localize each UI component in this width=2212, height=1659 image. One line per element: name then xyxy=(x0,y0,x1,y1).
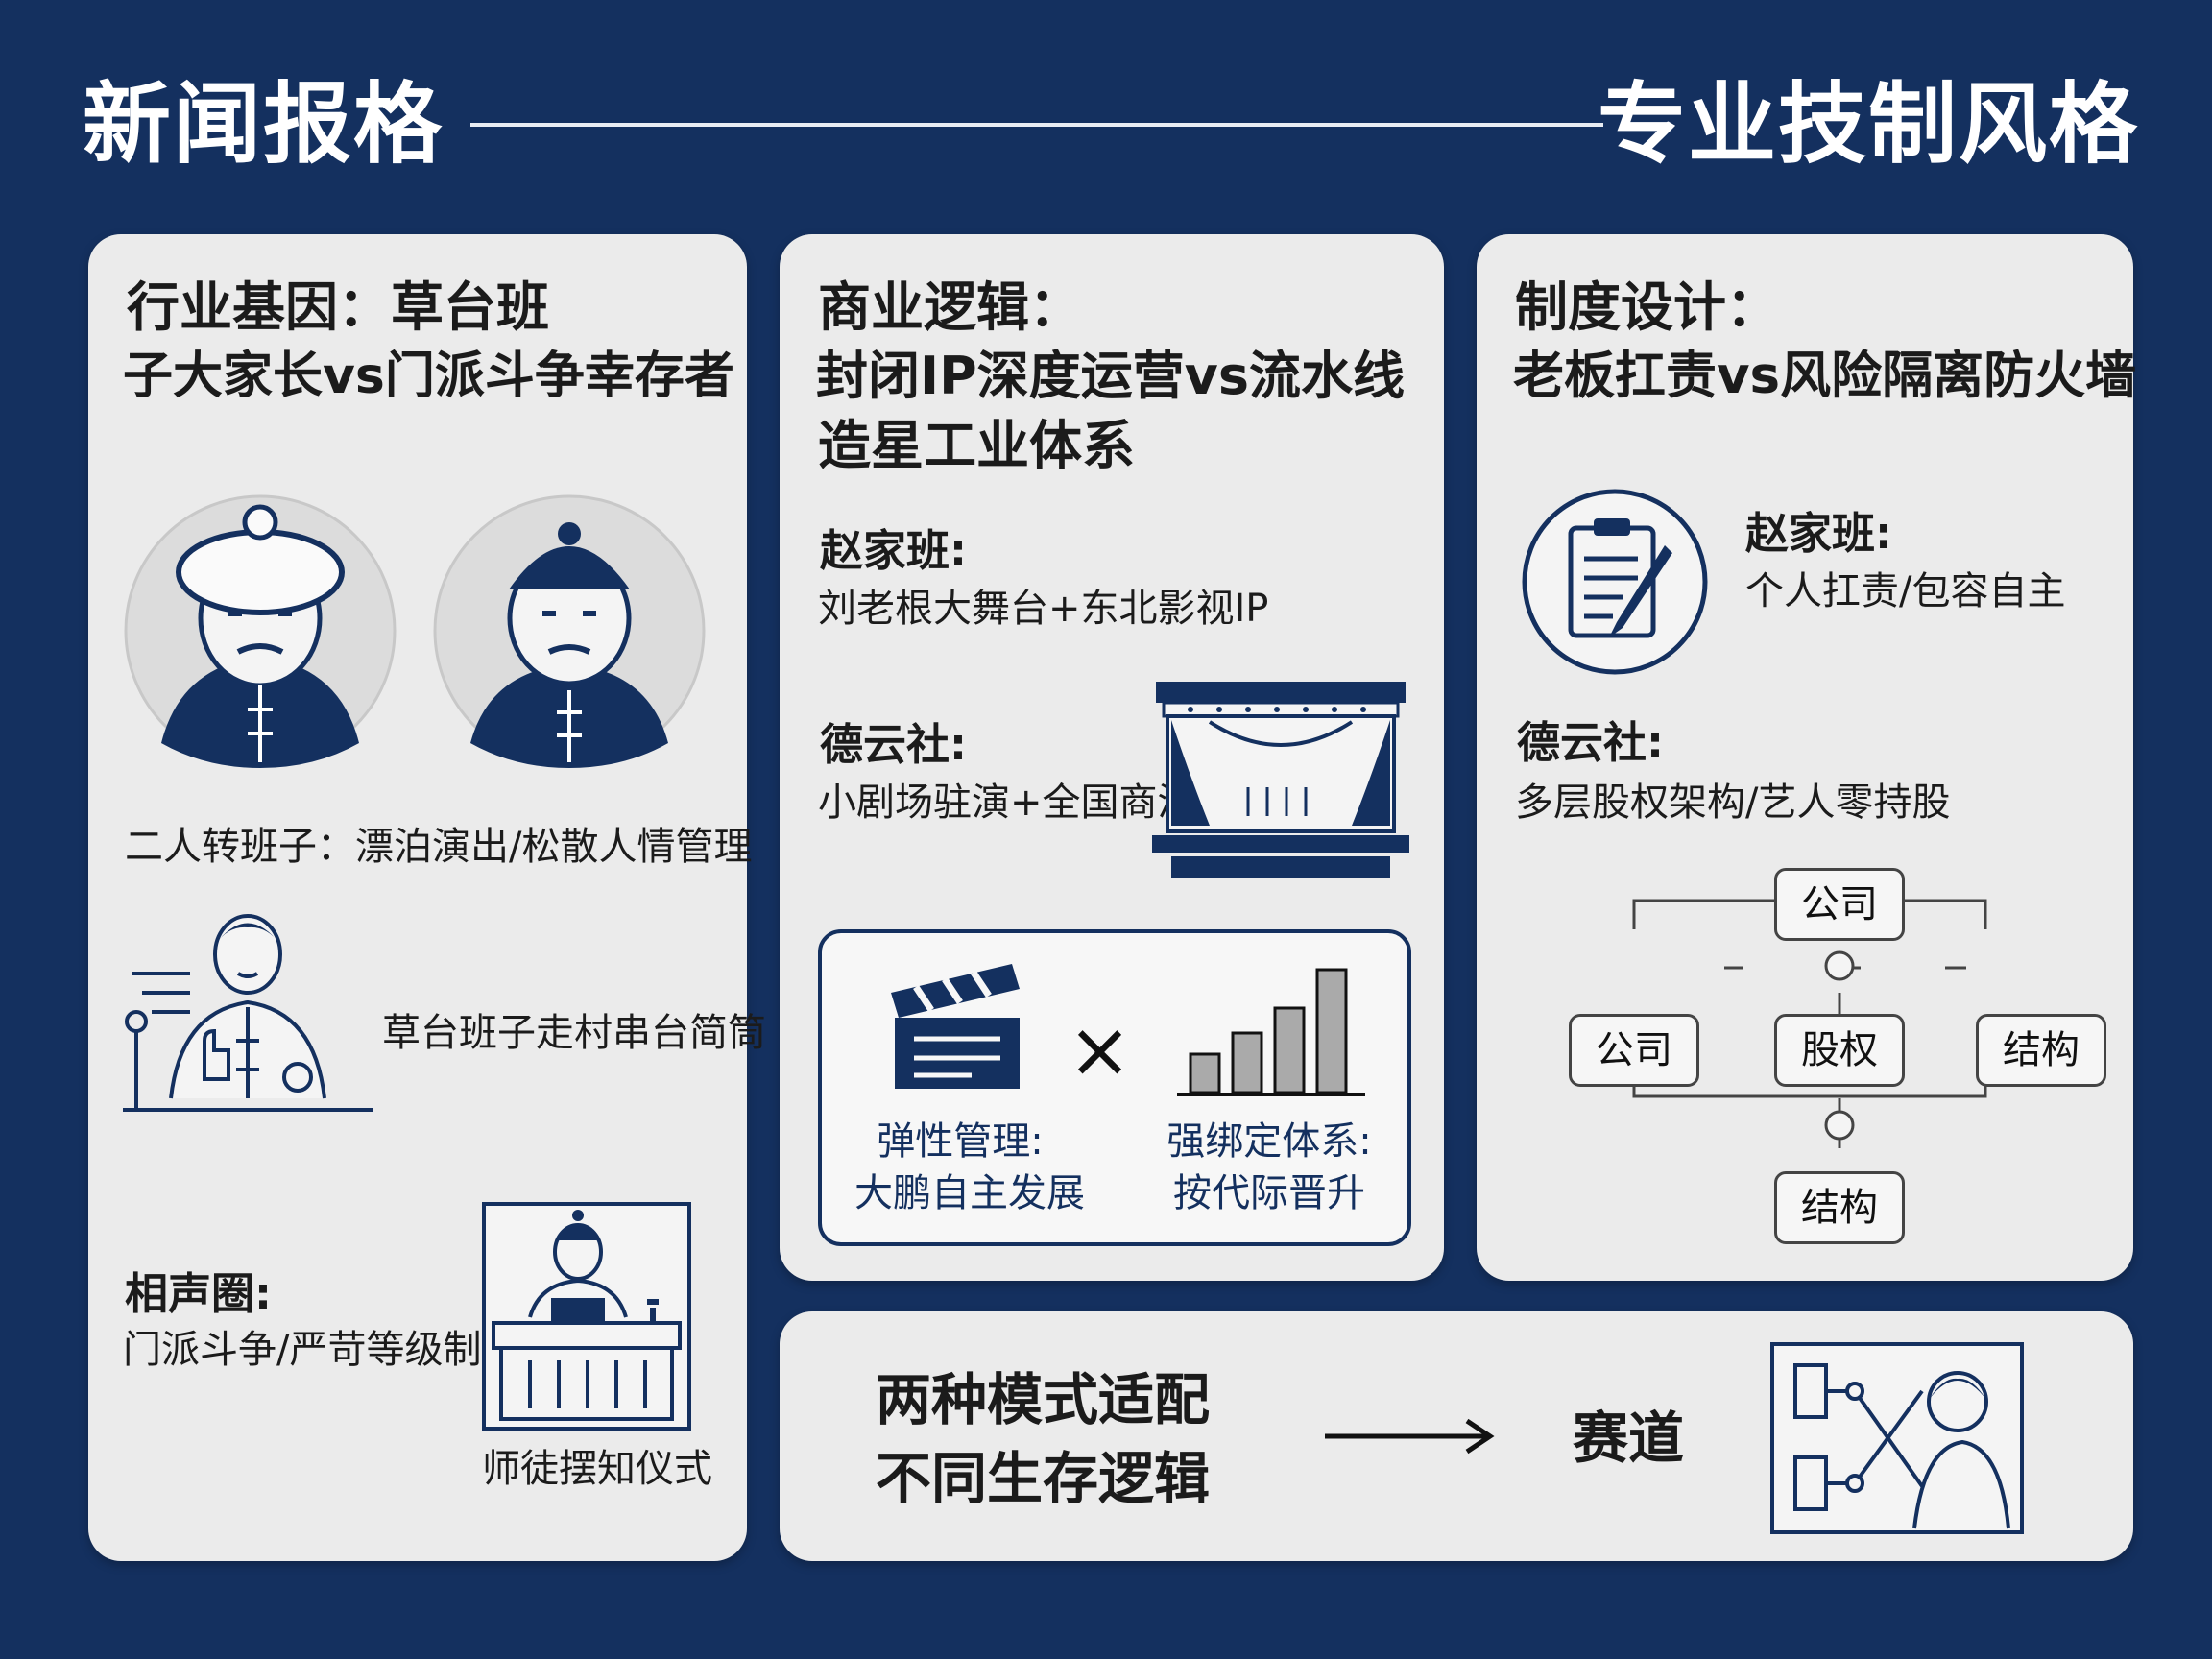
node-structure-right: 结构 xyxy=(1976,1014,2106,1087)
performer-at-table-icon xyxy=(482,1202,691,1431)
bar-chart-icon xyxy=(1177,968,1365,1096)
panel1-title-line2: 子大家长vs门派斗争幸存者 xyxy=(123,348,734,405)
panel3-title-line1: 制度设计： xyxy=(1515,276,1780,338)
box-right-line1: 强绑定体系: xyxy=(1166,1119,1372,1164)
person-network-icon xyxy=(1770,1342,2024,1534)
conclusion-line2: 不同生存逻辑 xyxy=(876,1446,1211,1511)
theater-stage-icon xyxy=(1152,682,1409,878)
panel2-title-line1: 商业逻辑： xyxy=(818,276,1083,338)
panel3-deyun-label: 德云社: xyxy=(1517,717,1664,768)
node-company-left: 公司 xyxy=(1569,1014,1699,1087)
panel-business-logic: 商业逻辑： 封闭IP深度运营vs流水线 造星工业体系 赵家班: 刘老根大舞台+东… xyxy=(780,234,1444,1281)
panel1-title-line1: 行业基因：草台班 xyxy=(127,276,550,338)
panel3-zhao-label: 赵家班: xyxy=(1745,508,1892,559)
conclusion-line1: 两种模式适配 xyxy=(876,1367,1211,1432)
panel3-zhao-desc: 个人扛责/包容自主 xyxy=(1745,569,2066,613)
xiangsheng-label: 相声圈: xyxy=(125,1268,272,1319)
panel2-title-line2: 封闭IP深度运营vs流水线 xyxy=(816,346,1406,406)
conclusion-target: 赛道 xyxy=(1573,1406,1685,1471)
panel2-deyun-label: 德云社: xyxy=(820,719,967,770)
qing-cap-man-icon xyxy=(433,494,706,768)
node-structure-bottom: 结构 xyxy=(1774,1171,1905,1244)
equity-structure-diagram xyxy=(1632,899,1987,1148)
panel2-deyun-desc: 小剧场驻演+全国商演 xyxy=(818,781,1196,825)
arrow-right-icon xyxy=(1325,1418,1495,1455)
panel3-title-line2: 老板扛责vs风险隔离防火墙 xyxy=(1513,347,2137,405)
node-equity-center: 股权 xyxy=(1774,1014,1905,1087)
clapperboard-icon xyxy=(891,964,1020,1089)
xiangsheng-desc: 门派斗争/严苛等级制 xyxy=(123,1328,482,1372)
thumbs-up-man-icon xyxy=(123,914,373,1112)
caption-errenzhuan: 二人转班子：漂泊演出/松散人情管理 xyxy=(125,825,753,869)
header-left-title: 新闻报格 xyxy=(83,73,445,176)
panel-conclusion: 两种模式适配 不同生存逻辑 赛道 xyxy=(780,1311,2133,1561)
header-divider xyxy=(470,123,1603,127)
panel-industry-gene: 行业基因：草台班 子大家长vs门派斗争幸存者 二人转班子：漂泊演出/松散人情管理 xyxy=(88,234,766,1561)
panel2-zhao-desc: 刘老根大舞台+东北影视IP xyxy=(818,587,1269,631)
panel3-deyun-desc: 多层股权架构/艺人零持股 xyxy=(1515,781,1951,825)
caption-village-troupe: 草台班子走村串台简筒 xyxy=(382,1011,766,1055)
box-left-line1: 弹性管理: xyxy=(877,1119,1044,1164)
header-right-title: 专业技制风格 xyxy=(1597,73,2139,176)
panel-institutional-design: 制度设计： 老板扛责vs风险隔离防火墙 赵家班: 个人扛责/包容自主 德云社: … xyxy=(1477,234,2137,1281)
panel2-title-line3: 造星工业体系 xyxy=(818,415,1136,476)
box-left-line2: 大鹏自主发展 xyxy=(854,1171,1085,1215)
winter-hat-man-icon xyxy=(124,494,397,768)
management-comparison-box: × 弹性管理: 大鹏自主发展 强绑定体系: 按代际晋升 xyxy=(818,929,1411,1246)
clipboard-pen-icon xyxy=(1522,489,1708,675)
box-times-symbol: × xyxy=(1068,1005,1133,1094)
panel2-zhao-label: 赵家班: xyxy=(820,525,967,576)
box-right-line2: 按代际晋升 xyxy=(1173,1171,1365,1215)
node-company-top: 公司 xyxy=(1774,868,1905,941)
ritual-caption: 师徒摆知仪式 xyxy=(482,1447,712,1491)
